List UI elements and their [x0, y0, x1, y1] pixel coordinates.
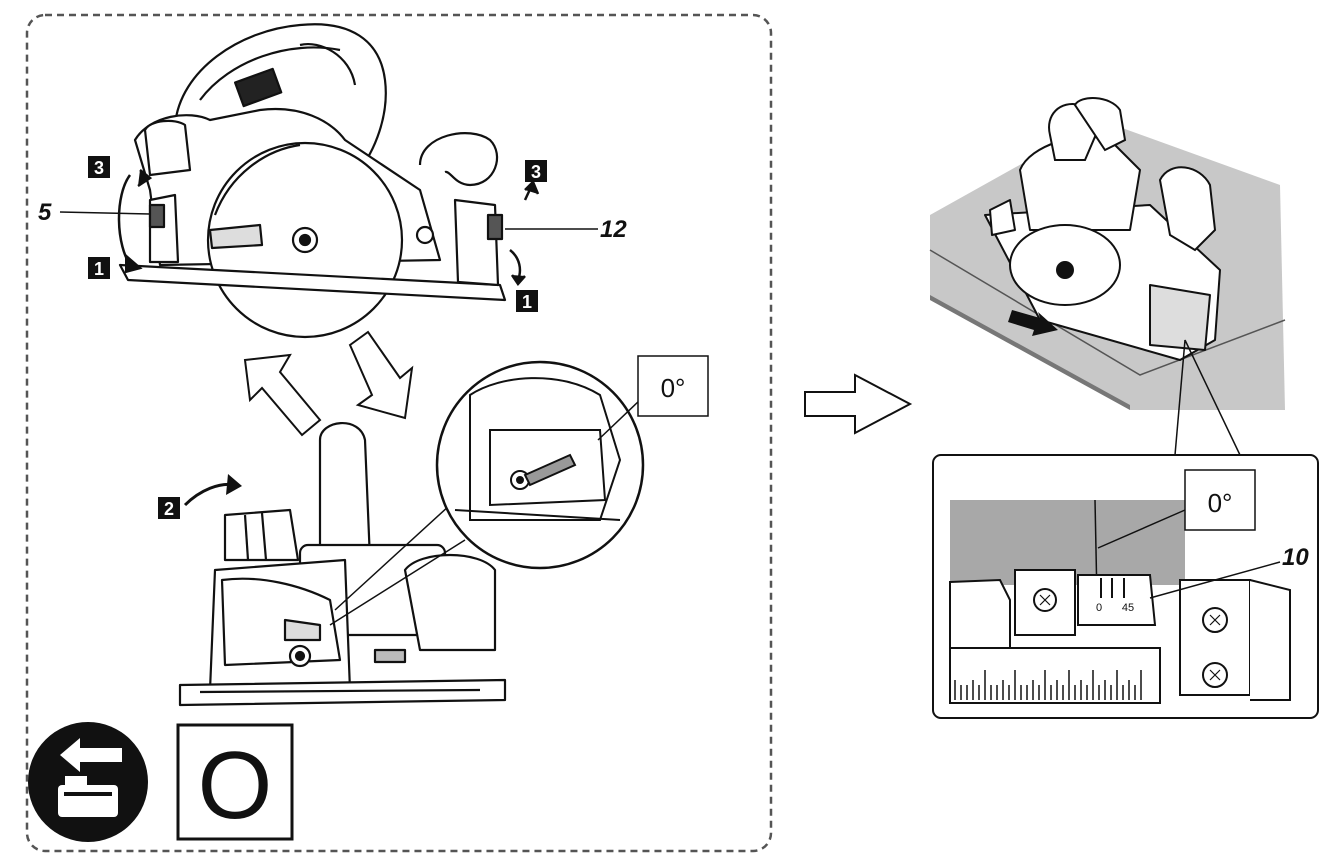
svg-text:0: 0 — [1096, 602, 1102, 614]
svg-text:45: 45 — [1122, 602, 1134, 614]
svg-text:1: 1 — [522, 292, 532, 312]
callout-10: 10 — [1282, 544, 1309, 571]
callout-line-5 — [59, 211, 151, 215]
bevel-detail-magnifier: 0° — [329, 355, 709, 626]
scale-detail-box: 0 45 0° 10 — [932, 454, 1319, 719]
svg-text:3: 3 — [531, 162, 541, 182]
bevel-lock-arrows — [117, 169, 540, 287]
power-off-box: O — [176, 723, 294, 841]
saw-on-workpiece — [929, 97, 1286, 410]
hollow-arrows-center — [243, 330, 414, 437]
svg-text:O: O — [198, 732, 273, 839]
svg-text:3: 3 — [94, 158, 104, 178]
saw-side-view — [178, 422, 507, 707]
left-dashed-frame — [25, 13, 773, 853]
step-box-1-right: 1 — [516, 290, 538, 312]
scale-ruler-ticks — [954, 670, 1142, 700]
battery-remove-icon — [28, 722, 148, 842]
saw-front-view — [118, 23, 507, 339]
svg-text:0°: 0° — [661, 373, 686, 403]
svg-text:0°: 0° — [1208, 488, 1233, 518]
arrow-right-icon — [804, 373, 913, 435]
step-box-3-right: 3 — [525, 160, 547, 182]
move-direction-arrow-icon — [1008, 310, 1058, 336]
svg-text:1: 1 — [94, 259, 104, 279]
step-box-2: 2 — [158, 497, 180, 519]
svg-text:2: 2 — [164, 499, 174, 519]
callout-5: 5 — [38, 199, 52, 226]
step-box-3-left: 3 — [88, 156, 110, 178]
step-box-1-left: 1 — [88, 257, 110, 279]
callout-12: 12 — [600, 216, 627, 243]
